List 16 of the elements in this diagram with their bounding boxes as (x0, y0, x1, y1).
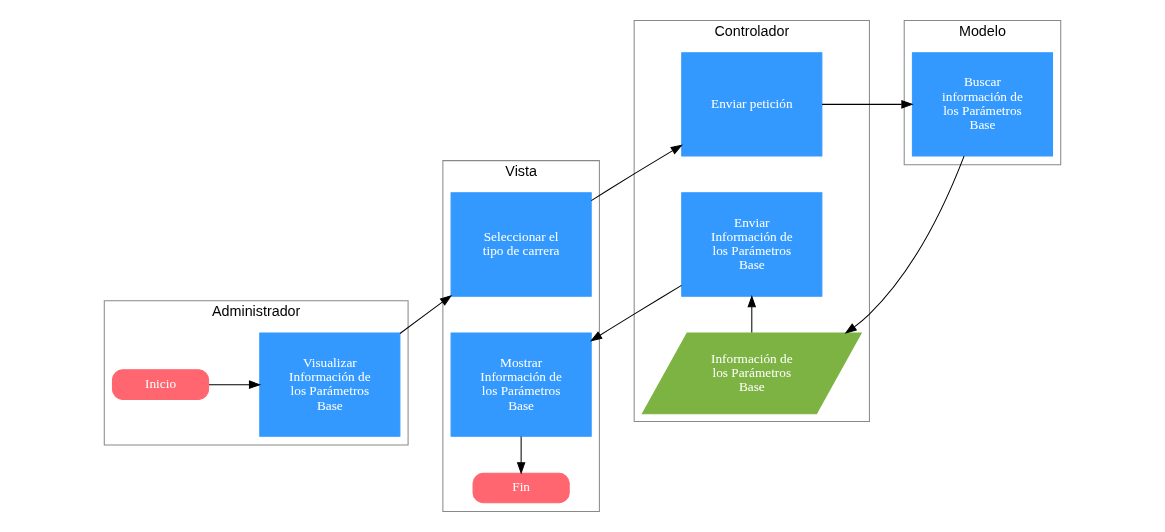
arrow (516, 435, 526, 475)
arrow (590, 284, 683, 342)
node-box: Mostrar Información de los Parámetros Base (450, 332, 592, 437)
node-box: Visualizar Información de los Parámetros Base (259, 332, 401, 437)
arrow (399, 294, 453, 334)
arrow (821, 100, 914, 109)
node-box: Enviar Información de los Parámetros Base (681, 192, 823, 297)
arrow (590, 144, 683, 202)
arrow (747, 294, 757, 334)
node-box: Inicio (111, 369, 210, 400)
arrow (844, 155, 965, 334)
node-box: Buscar información de los Parámetros Base (911, 52, 1054, 157)
node-box: Enviar petición (681, 52, 823, 157)
node-box: Fin (472, 472, 570, 504)
node-box: Seleccionar el tipo de carrera (450, 192, 592, 297)
arrow (208, 380, 262, 389)
